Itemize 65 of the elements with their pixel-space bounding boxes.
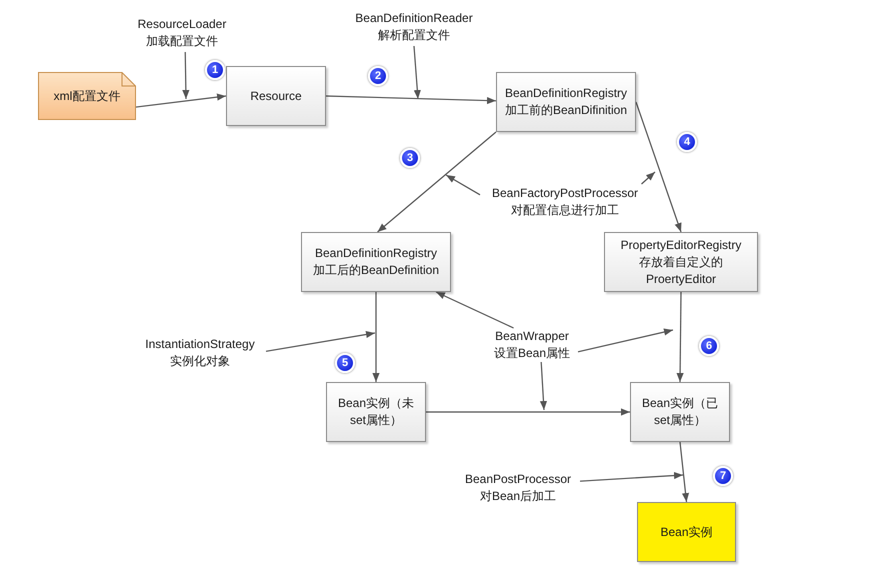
step-number: 1 (212, 64, 218, 76)
step-badge (335, 353, 355, 373)
step-number: 4 (684, 136, 690, 148)
box-text: Bean实例（未 (338, 395, 414, 412)
leader-arrow (266, 330, 376, 352)
box-text: set属性） (654, 412, 706, 429)
step-number: 3 (406, 152, 414, 164)
step-badge (368, 66, 388, 86)
arrow (635, 102, 682, 232)
annotation-text: BeanPostProcessor (464, 471, 572, 488)
box-text: Bean实例（已 (642, 395, 718, 412)
step-badge (699, 336, 719, 356)
process-box (496, 72, 636, 132)
leader-arrow (641, 172, 656, 184)
annotation-text: ResourceLoader (138, 16, 226, 33)
annotation-text: BeanWrapper (495, 328, 569, 345)
annotation-text: 设置Bean属性 (494, 345, 570, 362)
annotation-text: 解析配置文件 (378, 27, 450, 44)
process-box (326, 382, 426, 442)
box-text: Bean实例 (660, 524, 713, 540)
step-number: 2 (374, 70, 382, 82)
arrow (326, 95, 496, 104)
box-text: BeanDefinitionRegistry (314, 245, 438, 262)
arrow (377, 132, 496, 232)
leader-arrow (580, 472, 684, 482)
box-text: xml配置文件 (54, 88, 120, 105)
arrow (372, 292, 380, 382)
step-number: 6 (706, 340, 712, 352)
box-text: 加工后的BeanDefinition (312, 262, 440, 279)
arrow (676, 292, 684, 382)
annotation-text: 加载配置文件 (146, 33, 218, 50)
process-box (604, 232, 758, 292)
box-text: BeanDefinitionRegistry (504, 85, 628, 102)
leader-arrow (182, 52, 190, 100)
box-text: Resource (250, 88, 302, 104)
result-box (637, 502, 736, 562)
leader-arrow (446, 174, 480, 196)
arrow (136, 94, 226, 108)
arrow (679, 442, 690, 502)
box-text: 存放着自定义的 (639, 254, 723, 270)
step-badge (205, 60, 225, 80)
leader-arrow (540, 362, 548, 410)
annotation-text: 实例化对象 (170, 353, 230, 370)
step-number: 7 (720, 470, 726, 482)
annotation-text: 对Bean后加工 (480, 488, 556, 505)
arrow (426, 408, 630, 416)
step-badge (400, 148, 420, 168)
step-number: 5 (342, 358, 348, 368)
process-box (630, 382, 730, 442)
annotation-text: 对配置信息进行加工 (511, 202, 619, 219)
document-note (38, 72, 136, 120)
box-text: ProertyEditor (646, 270, 716, 288)
leader-arrow (578, 328, 674, 352)
annotation-text: BeanDefinitionReader (355, 10, 473, 27)
step-badge (713, 466, 733, 486)
leader-arrow (413, 46, 421, 100)
annotation-text: InstantiationStrategy (145, 336, 255, 353)
box-text: PropertyEditorRegistry (620, 236, 742, 254)
process-box (301, 232, 451, 292)
leader-arrow (436, 291, 514, 329)
step-badge (677, 132, 697, 152)
process-box (226, 66, 326, 126)
box-text: set属性） (350, 412, 402, 429)
box-text: 加工前的BeanDifinition (504, 102, 628, 119)
annotation-text: BeanFactoryPostProcessor (492, 185, 638, 202)
